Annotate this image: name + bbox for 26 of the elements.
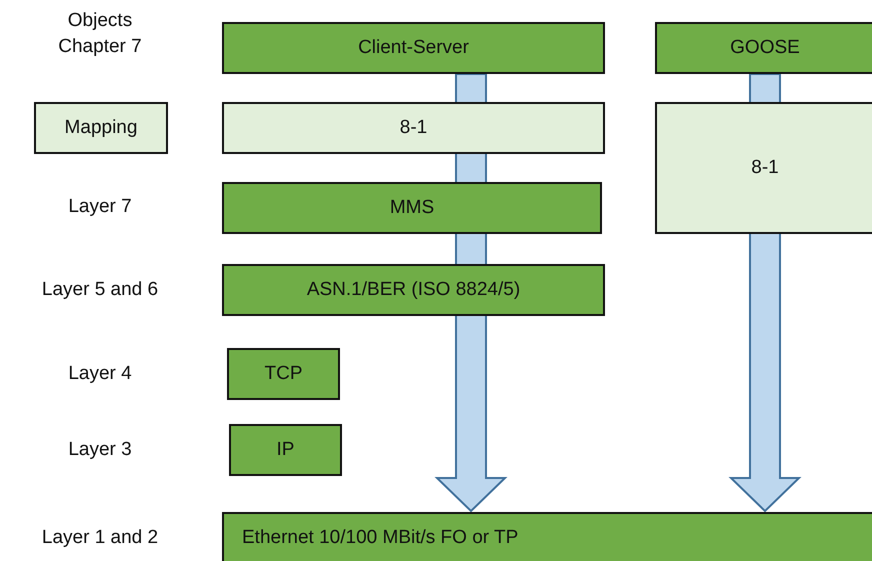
box-label: GOOSE	[730, 37, 800, 59]
layer-box	[34, 102, 168, 154]
box-label: 8-1	[751, 157, 779, 179]
layer-label: Layer 7	[67, 195, 133, 219]
layer-box	[222, 22, 605, 74]
box-label: IP	[276, 439, 294, 461]
layer-box	[222, 102, 605, 154]
layer-box	[655, 102, 872, 234]
box-label: ASN.1/BER (ISO 8824/5)	[306, 279, 520, 301]
layer-box	[227, 348, 340, 400]
box-label: Ethernet 10/100 MBit/s FO or TP	[242, 527, 518, 549]
layer-box	[222, 264, 605, 316]
layer-label: Objects Chapter 7	[57, 9, 143, 59]
box-label: 8-1	[400, 117, 428, 139]
layer-label: Layer 1 and 2	[40, 526, 160, 550]
layer-box	[222, 182, 602, 234]
box-label: TCP	[264, 363, 302, 385]
layer-label: Layer 5 and 6	[40, 278, 160, 302]
box-label: Mapping	[64, 117, 138, 139]
layer-label: Layer 3	[67, 438, 133, 462]
layer-box	[222, 512, 872, 561]
layer-box	[655, 22, 872, 74]
box-label: MMS	[390, 197, 434, 219]
box-label: Client-Server	[358, 37, 469, 59]
layer-box	[229, 424, 342, 476]
layer-label: Layer 4	[67, 362, 133, 386]
